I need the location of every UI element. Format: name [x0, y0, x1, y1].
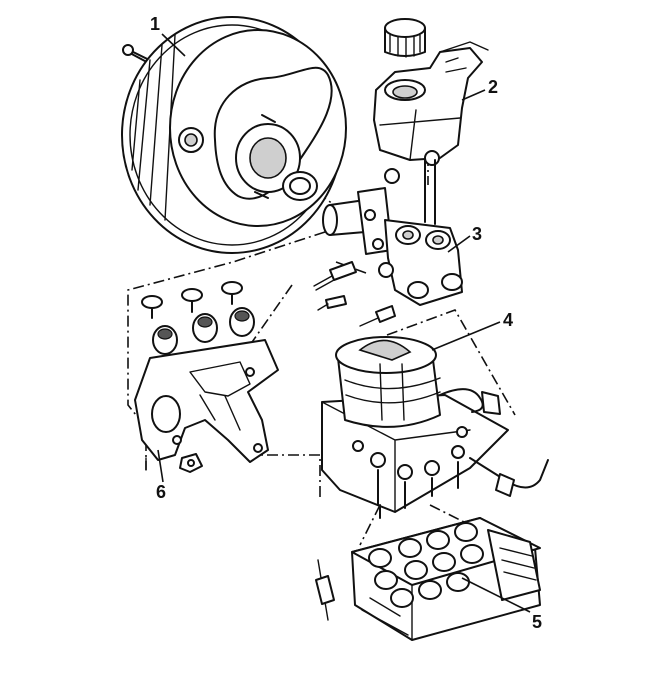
leader-lines	[157, 33, 531, 613]
brake-booster	[121, 16, 347, 254]
callout-4: 4	[503, 310, 513, 330]
master-cylinder	[322, 159, 463, 306]
abs-control-unit	[315, 517, 541, 641]
callout-5: 5	[532, 612, 542, 632]
hydraulic-modulator	[321, 336, 549, 519]
callout-1: 1	[150, 14, 160, 34]
fluid-reservoir	[373, 18, 489, 184]
mounting-bracket	[134, 281, 279, 473]
callout-3: 3	[472, 224, 482, 244]
mounting-bolts	[313, 261, 396, 327]
valve-coils	[368, 522, 484, 608]
callout-2: 2	[488, 77, 498, 97]
isolator-bushings	[152, 307, 255, 355]
callout-6: 6	[156, 482, 166, 502]
